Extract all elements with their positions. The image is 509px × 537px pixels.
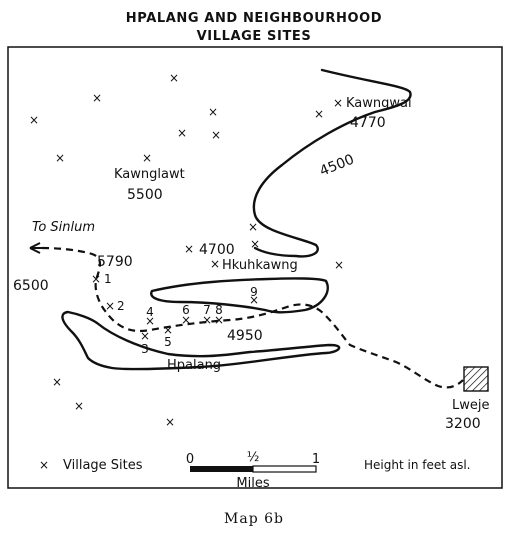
site-marker: × [202,313,212,327]
height-lweje: 3200 [445,416,481,432]
site-marker: × [181,313,191,327]
height-kawngwai: 4770 [350,115,386,131]
site-marker: × [177,126,187,140]
site-marker: × [140,329,150,343]
site-marker: × [29,113,39,127]
site-marker: × [210,257,220,271]
contour-hkuhkawng [150,277,329,314]
site-marker: × [250,237,260,251]
place-kawnglawt: Kawnglawt [114,167,185,182]
route-label-to-sinlum: To Sinlum [32,220,95,235]
village-site-markers: × × × × × × × × × × × × × × × × × × [29,71,344,429]
site-number-7: 7 [203,303,211,317]
scale-tick-1: 1 [312,452,320,467]
scale-tick-0: 0 [186,452,194,467]
site-number-3: 3 [141,342,149,356]
site-marker: × [55,151,65,165]
site-marker: × [333,96,343,110]
contour-kawngwai-ridge [252,68,412,258]
scale-segment-open [252,465,317,473]
site-marker: × [184,242,194,256]
place-hkuhkawng: Hkuhkawng [222,258,298,273]
site-marker: × [208,105,218,119]
contour-label-4500: 4500 [318,152,357,180]
site-marker: × [165,415,175,429]
site-marker: × [214,313,224,327]
site-marker: × [314,107,324,121]
site-number-5: 5 [164,335,172,349]
place-kawngwai: Kawngwai [346,96,412,111]
site-marker: × [169,71,179,85]
site-marker: × [211,128,221,142]
site-marker: × [105,299,115,313]
site-marker: × [91,272,101,286]
map-title-line1: HPALANG AND NEIGHBOURHOOD [126,11,382,26]
legend-village-sites: Village Sites [63,458,143,473]
site-number-8: 8 [215,303,223,317]
site-number-2: 2 [117,299,125,313]
site-marker: × [92,91,102,105]
place-hpalang: Hpalang [167,358,221,373]
map-title-line2: VILLAGE SITES [197,29,312,44]
contour-hpalang-spur [61,310,341,371]
site-marker: × [52,375,62,389]
map-caption: Map 6b [224,511,284,527]
height-hkuhkawng: 4700 [199,242,235,258]
site-marker: × [248,220,258,234]
scale-segment-filled [190,466,253,472]
legend-height-note: Height in feet asl. [364,458,471,472]
lweje-town-marker [463,366,489,392]
site-number-9: 9 [250,285,258,299]
map-frame [7,46,503,489]
scale-tick-half: ½ [247,450,260,465]
site-number-1: 1 [104,272,112,286]
site-marker: × [163,323,173,337]
height-hpalang: 4950 [227,328,263,344]
map-caption-text: Map 6b [224,511,284,527]
contour-label-6500: 6500 [13,278,49,294]
site-marker: × [142,151,152,165]
site-marker: × [334,258,344,272]
numbered-sites: × 1 × 2 × 3 × 4 × 5 × 6 × 7 × 8 × 9 [91,272,259,356]
arrow-icon [29,242,44,254]
legend-site-marker: × [39,458,49,472]
contour-label-5790: 5790 [97,254,133,270]
site-marker: × [74,399,84,413]
scale-unit-label: Miles [236,476,269,491]
route-path [41,246,464,389]
site-number-6: 6 [182,303,190,317]
site-number-4: 4 [146,305,154,319]
site-marker: × [145,314,155,328]
height-kawnglawt: 5500 [127,187,163,203]
site-marker: × [249,293,259,307]
place-lweje: Lweje [452,398,489,413]
scale-bar: 0 ½ 1 Miles [186,450,320,491]
